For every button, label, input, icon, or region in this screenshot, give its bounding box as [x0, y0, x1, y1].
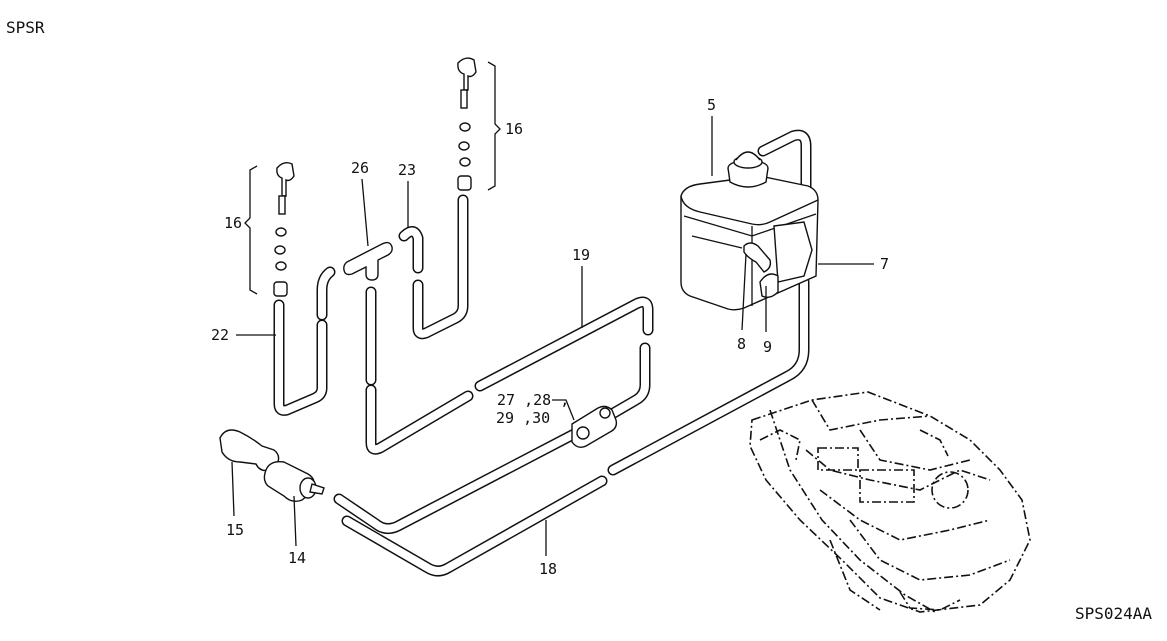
connector-27-30	[571, 405, 618, 449]
hose-22	[273, 266, 336, 416]
hose-tank-top	[757, 129, 812, 211]
callout-7: 7	[880, 255, 889, 273]
nozzle-assembly-16-right	[457, 57, 477, 191]
callout-16-left: 16	[224, 214, 242, 232]
hose-tee-branch	[365, 286, 474, 455]
section-code: SPSR	[6, 18, 45, 37]
leader-lines	[231, 61, 874, 556]
callout-5: 5	[707, 96, 716, 114]
callout-23: 23	[398, 161, 416, 179]
hoses	[273, 129, 812, 577]
callout-22: 22	[211, 326, 229, 344]
callout-19: 19	[572, 246, 590, 264]
callout-29-30: 29 ,30	[496, 409, 550, 427]
diagram-code: SPS024AA	[1075, 604, 1152, 623]
callout-14: 14	[288, 549, 306, 567]
callout-8: 8	[737, 335, 746, 353]
callout-26: 26	[351, 159, 369, 177]
hose-pump-upper	[333, 426, 584, 535]
hose-18	[341, 276, 810, 577]
nozzle-assembly-16-left	[273, 161, 295, 297]
callout-16-right: 16	[505, 120, 523, 138]
callout-27-28: 27 ,28 ,	[497, 391, 569, 409]
vehicle-outline-icon	[749, 391, 1031, 613]
hose-23	[398, 194, 469, 340]
callout-18: 18	[539, 560, 557, 578]
callouts: 5 7 8 9 14 15 16 16 18 19 22 23 26 27 ,2…	[211, 96, 889, 578]
hose-19	[474, 296, 654, 420]
callout-15: 15	[226, 521, 244, 539]
tee-joint-26	[343, 241, 393, 281]
callout-9: 9	[763, 338, 772, 356]
washer-tank-icon	[680, 151, 819, 311]
washer-pump-icon	[219, 429, 325, 503]
